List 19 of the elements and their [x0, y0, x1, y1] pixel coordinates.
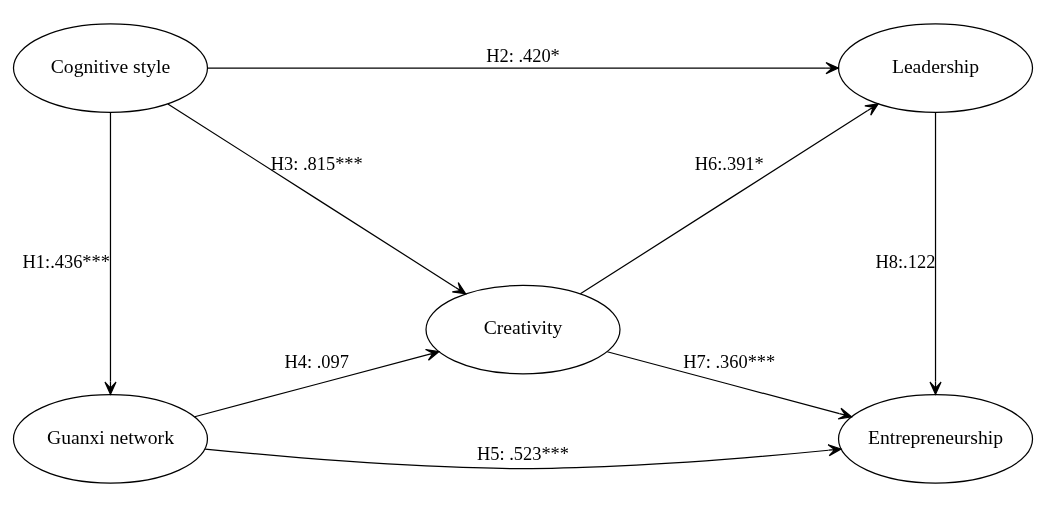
node-ellipse: Leadership	[837, 22, 1034, 113]
node-ellipse: Cognitive style	[12, 22, 209, 113]
arrow	[194, 348, 440, 417]
arrow	[579, 102, 879, 294]
edge-label: H2: .420*	[486, 45, 560, 66]
edge-label: H6:.391*	[694, 153, 764, 174]
edge-label: H4: .097	[284, 351, 349, 372]
edge-label: H1:.436***	[22, 251, 110, 272]
edge-label: H7: .360***	[683, 351, 776, 372]
edge-label: H3: .815***	[270, 153, 363, 174]
node-ellipse: Guanxi network	[12, 393, 209, 484]
arrow	[104, 111, 117, 395]
edge-label: H8:.122	[875, 251, 936, 272]
edge-label: H5: .523***	[476, 443, 570, 464]
arrow	[929, 111, 942, 395]
arrow	[204, 443, 842, 469]
arrow	[207, 61, 839, 74]
arrow	[167, 102, 467, 294]
arrow	[606, 350, 853, 420]
